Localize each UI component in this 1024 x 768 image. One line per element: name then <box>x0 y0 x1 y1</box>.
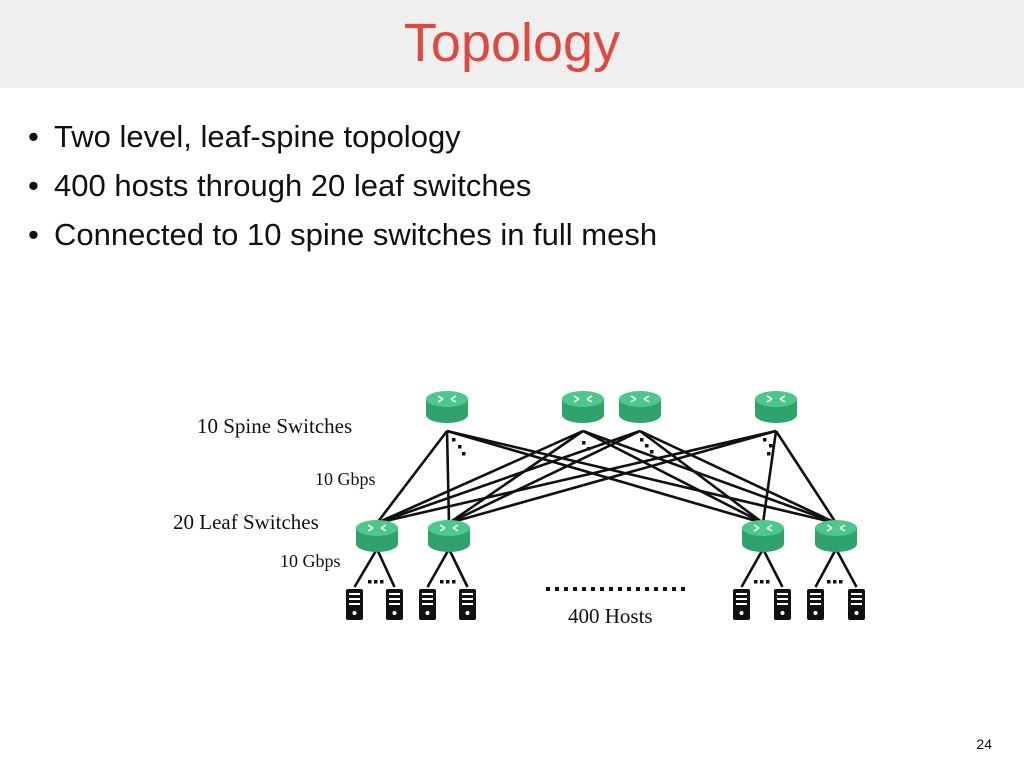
leaf-switches-label: 20 Leaf Switches <box>173 510 319 534</box>
link-line <box>447 548 469 588</box>
ellipsis-dot <box>380 580 384 584</box>
link-line <box>639 429 764 525</box>
ellipsis-dot <box>767 452 771 456</box>
bullet-list: •Two level, leaf-spine topology •400 hos… <box>28 112 657 259</box>
link-line <box>582 429 837 525</box>
ellipsis-dot <box>458 445 462 449</box>
bullet-item: •Connected to 10 spine switches in full … <box>28 210 657 259</box>
ellipsis-dot <box>827 580 831 584</box>
leaf-switch-icon <box>428 520 470 552</box>
ellipsis-dot <box>452 580 456 584</box>
link-line <box>814 548 838 588</box>
ellipsis-dot <box>769 444 773 448</box>
ellipsis-dot <box>564 587 568 591</box>
server-host-icon <box>459 589 476 620</box>
link-line <box>375 430 449 524</box>
ellipsis-dot <box>645 444 649 448</box>
server-host-icon <box>419 589 436 620</box>
spine-switch-icon <box>619 391 661 423</box>
ellipsis-dot <box>636 587 640 591</box>
ellipsis-dot <box>573 587 577 591</box>
bullet-dot-icon: • <box>28 168 39 203</box>
ellipsis-dot <box>640 438 644 442</box>
leaf-switch-icon <box>815 520 857 552</box>
link-line <box>774 430 838 524</box>
ellipsis-dot <box>374 580 378 584</box>
link-line <box>445 430 451 524</box>
ellipsis-marks <box>368 438 843 591</box>
link-line <box>376 429 777 525</box>
spine-link-speed-label: 10 Gbps <box>315 469 376 489</box>
ellipsis-dot <box>663 587 667 591</box>
leaf-host-links <box>353 548 858 588</box>
title-bar <box>0 0 1024 88</box>
link-line <box>582 429 764 525</box>
spine-switch-icon <box>562 391 604 423</box>
ellipsis-dot <box>600 587 604 591</box>
link-line <box>761 430 778 524</box>
link-line <box>448 429 584 525</box>
ellipsis-dot <box>763 438 767 442</box>
link-line <box>376 429 641 525</box>
server-host-icon <box>807 589 824 620</box>
hosts-label: 400 Hosts <box>568 604 653 628</box>
link-line <box>834 548 858 588</box>
link-line <box>448 429 777 525</box>
ellipsis-dot <box>609 587 613 591</box>
ellipsis-dot <box>452 438 456 442</box>
server-host-icon <box>774 589 791 620</box>
link-line <box>353 548 379 588</box>
ellipsis-dot <box>555 587 559 591</box>
page-number: 24 <box>976 736 992 752</box>
link-line <box>639 429 837 525</box>
ellipsis-dot <box>833 580 837 584</box>
ellipsis-dot <box>587 447 591 451</box>
server-host-icon <box>386 589 403 620</box>
ellipsis-dot <box>582 441 586 445</box>
ellipsis-dot <box>654 587 658 591</box>
ellipsis-dot <box>645 587 649 591</box>
spine-leaf-links <box>375 429 838 525</box>
link-line <box>448 429 641 525</box>
ellipsis-dot <box>672 587 676 591</box>
leaf-switch-icon <box>356 520 398 552</box>
server-host-icon <box>346 589 363 620</box>
leaf-switch-icon <box>742 520 784 552</box>
ellipsis-dot <box>839 580 843 584</box>
bullet-item: •Two level, leaf-spine topology <box>28 112 657 161</box>
spine-switch-icon <box>755 391 797 423</box>
ellipsis-dot <box>766 580 770 584</box>
link-line <box>446 429 764 525</box>
ellipsis-dot <box>627 587 631 591</box>
server-host-icon <box>733 589 750 620</box>
bullet-dot-icon: • <box>28 119 39 154</box>
server-host-icon <box>848 589 865 620</box>
link-line <box>376 429 584 525</box>
ellipsis-dot <box>760 580 764 584</box>
ellipsis-dot <box>650 450 654 454</box>
bullet-dot-icon: • <box>28 217 39 252</box>
spine-switches-label: 10 Spine Switches <box>197 414 352 438</box>
ellipsis-dot <box>462 452 466 456</box>
ellipsis-dot <box>582 587 586 591</box>
slide-title: Topology <box>403 13 621 73</box>
ellipsis-dot <box>546 587 550 591</box>
spine-switch-icon <box>426 391 468 423</box>
bullet-item: •400 hosts through 20 leaf switches <box>28 161 657 210</box>
link-line <box>375 548 396 588</box>
ellipsis-dot <box>368 580 372 584</box>
ellipsis-dot <box>440 580 444 584</box>
link-line <box>740 548 765 588</box>
ellipsis-dot <box>618 587 622 591</box>
link-line <box>426 548 451 588</box>
link-line <box>761 548 784 588</box>
ellipsis-dot <box>591 587 595 591</box>
ellipsis-dot <box>754 580 758 584</box>
link-line <box>446 429 837 525</box>
ellipsis-dot <box>446 580 450 584</box>
host-link-speed-label: 10 Gbps <box>280 551 341 571</box>
ellipsis-dot <box>681 587 685 591</box>
switches <box>356 391 857 552</box>
